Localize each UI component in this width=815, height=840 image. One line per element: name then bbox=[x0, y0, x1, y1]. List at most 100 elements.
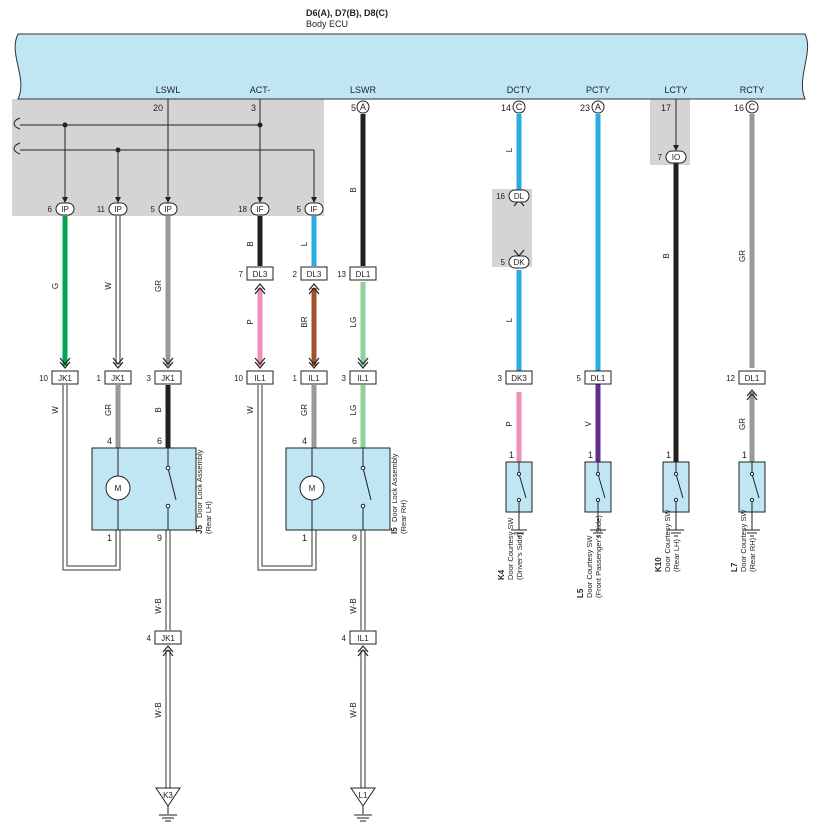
signal-lswr: LSWR bbox=[350, 85, 377, 95]
connector-if-18: IF 18 bbox=[238, 202, 270, 216]
connector-chevrons bbox=[59, 199, 758, 657]
switch-contact-icon bbox=[751, 473, 760, 499]
connector-il1-4: IL1 4 bbox=[342, 630, 377, 645]
svg-text:M: M bbox=[309, 484, 316, 493]
signal-rcty: RCTY bbox=[740, 85, 765, 95]
ecu-pin-dcty: 14 bbox=[501, 103, 511, 113]
svg-text:DL: DL bbox=[514, 192, 525, 201]
svg-text:J5: J5 bbox=[195, 525, 204, 534]
door-courtesy-sw-l5: 1 L5 Door Courtesy SW (Front Passenger's… bbox=[576, 450, 612, 598]
connector-jk1-4: JK1 4 bbox=[147, 630, 182, 645]
signal-pcty: PCTY bbox=[586, 85, 610, 95]
svg-text:11: 11 bbox=[97, 205, 106, 214]
svg-text:DL3: DL3 bbox=[307, 270, 322, 279]
connector-ip-11: IP 11 bbox=[97, 202, 128, 216]
svg-text:GR: GR bbox=[738, 250, 747, 262]
svg-text:JK1: JK1 bbox=[58, 374, 72, 383]
ground-icon bbox=[744, 529, 760, 537]
svg-text:IF: IF bbox=[256, 205, 263, 214]
svg-text:L7: L7 bbox=[730, 562, 739, 572]
connector-jk1-10: JK1 10 bbox=[39, 370, 79, 385]
svg-text:L: L bbox=[505, 147, 514, 152]
ecu-pin-lswl: 20 bbox=[153, 103, 163, 113]
svg-text:1: 1 bbox=[107, 533, 112, 543]
signal-dcty: DCTY bbox=[507, 85, 532, 95]
svg-text:18: 18 bbox=[238, 205, 247, 214]
svg-text:1: 1 bbox=[666, 450, 671, 460]
ecu-name: Body ECU bbox=[306, 19, 348, 29]
ecu-body bbox=[14, 33, 809, 100]
svg-text:JK1: JK1 bbox=[161, 634, 175, 643]
svg-text:12: 12 bbox=[726, 374, 735, 383]
svg-text:GR: GR bbox=[104, 404, 113, 416]
connector-ip-6: IP 6 bbox=[48, 202, 75, 216]
svg-text:6: 6 bbox=[352, 436, 357, 446]
door-courtesy-sw-k4: 1 K4 Door Courtesy SW (Driver's Side) bbox=[497, 450, 533, 580]
svg-text:P: P bbox=[246, 319, 255, 324]
svg-text:4: 4 bbox=[147, 634, 152, 643]
svg-text:K10: K10 bbox=[654, 557, 663, 572]
svg-text:3: 3 bbox=[498, 374, 503, 383]
svg-text:5: 5 bbox=[577, 374, 582, 383]
svg-text:IL1: IL1 bbox=[254, 374, 266, 383]
svg-text:1: 1 bbox=[742, 450, 747, 460]
ground-icon bbox=[590, 529, 606, 537]
svg-text:10: 10 bbox=[39, 374, 48, 383]
svg-text:A: A bbox=[360, 102, 366, 112]
svg-text:(Rear LH): (Rear LH) bbox=[672, 539, 681, 572]
svg-text:I5: I5 bbox=[390, 527, 399, 534]
ecu-connector-codes: D6(A), D7(B), D8(C) bbox=[306, 8, 388, 18]
switch-contact-icon bbox=[167, 467, 177, 501]
svg-text:L5: L5 bbox=[576, 588, 585, 598]
svg-text:1: 1 bbox=[588, 450, 593, 460]
wire-code-labels: G W GR B L B L L B GR P BR LG W GR B W G… bbox=[51, 147, 747, 717]
ground-icon bbox=[159, 814, 177, 822]
svg-text:4: 4 bbox=[342, 634, 347, 643]
connector-dl1-13: DL1 13 bbox=[337, 266, 377, 281]
svg-text:6: 6 bbox=[48, 205, 53, 214]
svg-text:(Rear RH): (Rear RH) bbox=[399, 499, 408, 534]
svg-text:L1: L1 bbox=[359, 791, 368, 800]
svg-text:1: 1 bbox=[293, 374, 298, 383]
svg-text:Door Courtesy SW: Door Courtesy SW bbox=[506, 517, 515, 580]
svg-text:W-B: W-B bbox=[349, 702, 358, 717]
connector-ip-5: IP 5 bbox=[151, 202, 178, 216]
svg-text:Door Courtesy SW: Door Courtesy SW bbox=[663, 509, 672, 572]
svg-text:13: 13 bbox=[337, 270, 346, 279]
door-lock-assembly-j5: M 4 6 1 9 J5 Door Lock Assembly (Rear LH… bbox=[91, 436, 213, 543]
ecu-pin-lswr: 5 bbox=[351, 103, 356, 113]
svg-text:K3: K3 bbox=[163, 791, 173, 800]
svg-text:DL3: DL3 bbox=[253, 270, 268, 279]
svg-text:BR: BR bbox=[300, 316, 309, 327]
svg-text:LG: LG bbox=[349, 317, 358, 328]
svg-text:LG: LG bbox=[349, 405, 358, 416]
svg-text:5: 5 bbox=[297, 205, 302, 214]
svg-text:IP: IP bbox=[61, 205, 69, 214]
svg-text:Door Lock Assembly: Door Lock Assembly bbox=[390, 453, 399, 522]
svg-text:C: C bbox=[749, 102, 756, 112]
connector-jk1-1: JK1 1 bbox=[97, 370, 132, 385]
svg-text:IL1: IL1 bbox=[357, 634, 369, 643]
svg-text:3: 3 bbox=[147, 374, 152, 383]
svg-text:C: C bbox=[516, 102, 523, 112]
svg-text:JK1: JK1 bbox=[161, 374, 175, 383]
switch-contact-icon bbox=[518, 473, 527, 499]
signal-lswl: LSWL bbox=[156, 85, 181, 95]
ecu-pin-circle-rcty: C bbox=[745, 100, 759, 114]
door-courtesy-sw-k10: 1 K10 Door Courtesy SW (Rear LH) bbox=[654, 450, 690, 572]
svg-text:9: 9 bbox=[352, 533, 357, 543]
svg-text:IL1: IL1 bbox=[357, 374, 369, 383]
svg-text:W-B: W-B bbox=[349, 598, 358, 613]
svg-text:2: 2 bbox=[293, 270, 298, 279]
ecu-pin-circle-lswr: A bbox=[356, 100, 370, 114]
ecu-pin-circle-dcty: C bbox=[512, 100, 526, 114]
svg-text:DL1: DL1 bbox=[745, 374, 760, 383]
svg-text:B: B bbox=[154, 407, 163, 412]
svg-text:JK1: JK1 bbox=[111, 374, 125, 383]
ground-icon bbox=[668, 529, 684, 537]
svg-text:16: 16 bbox=[496, 192, 505, 201]
svg-text:IF: IF bbox=[310, 205, 317, 214]
svg-text:9: 9 bbox=[157, 533, 162, 543]
svg-text:(Front Passenger's Side): (Front Passenger's Side) bbox=[594, 515, 603, 598]
